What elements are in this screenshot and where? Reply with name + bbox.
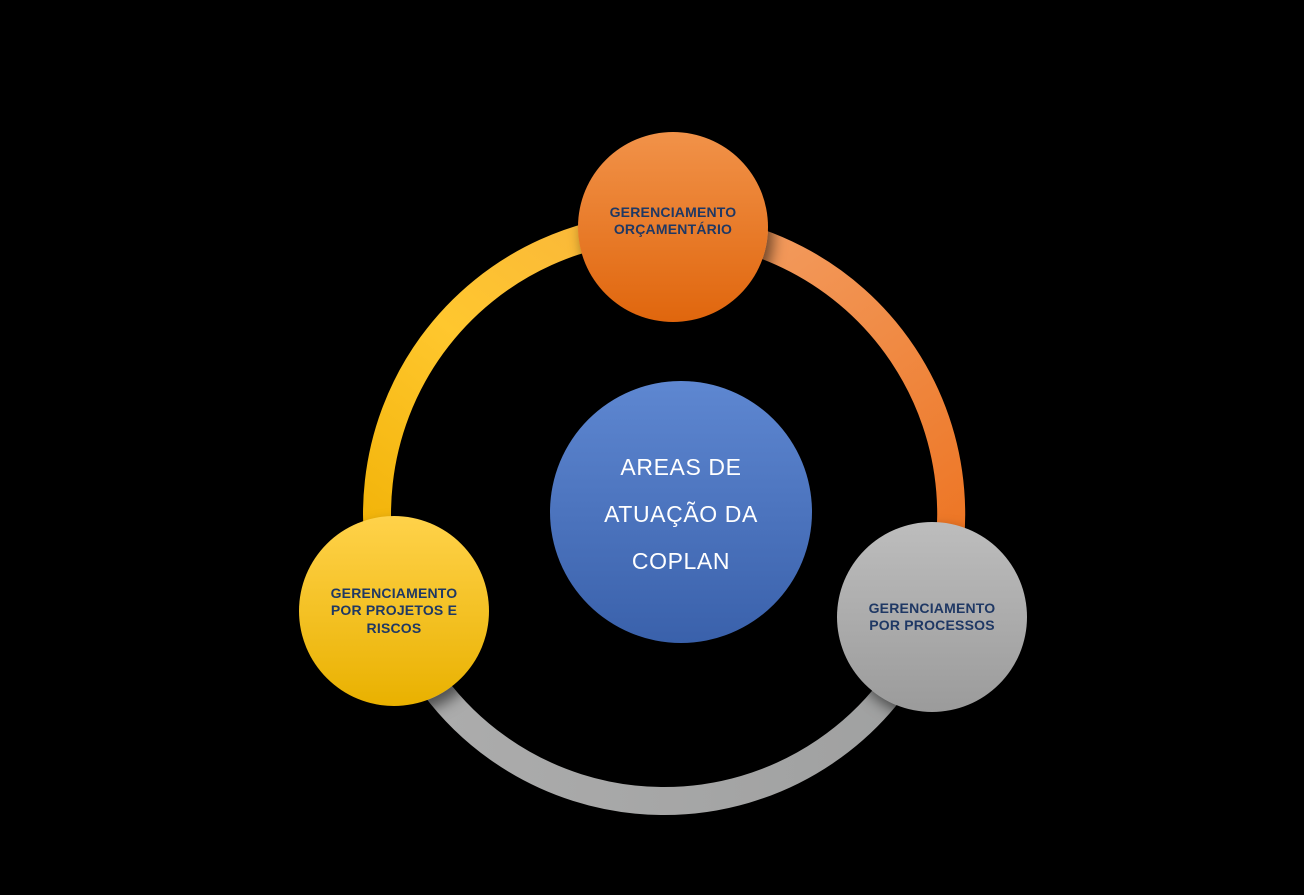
node-gerenciamento-por-projetos-e-riscos: GERENCIAMENTO POR PROJETOS E RISCOS <box>299 516 489 706</box>
center-title-line: COPLAN <box>631 547 731 574</box>
node-label-line: POR PROCESSOS <box>869 617 995 633</box>
ring-arc-gray <box>380 606 946 815</box>
node-label: GERENCIAMENTO POR PROCESSOS <box>869 600 996 635</box>
center-title-line: AREAS DE <box>620 453 742 480</box>
node-label-line: ORÇAMENTÁRIO <box>613 221 733 237</box>
center-circle: AREAS DE ATUAÇÃO DA COPLAN <box>550 381 812 643</box>
node-label: GERENCIAMENTO ORÇAMENTÁRIO <box>610 204 737 239</box>
center-title: AREAS DE ATUAÇÃO DA COPLAN <box>604 444 758 585</box>
node-label: GERENCIAMENTO POR PROJETOS E RISCOS <box>331 585 458 638</box>
node-gerenciamento-por-processos: GERENCIAMENTO POR PROCESSOS <box>837 522 1027 712</box>
node-label-line: POR PROJETOS E <box>330 602 458 619</box>
node-label-line: GERENCIAMENTO <box>609 203 737 220</box>
node-label-line: GERENCIAMENTO <box>330 584 458 601</box>
node-label-line: RISCOS <box>366 619 422 636</box>
node-label-line: GERENCIAMENTO <box>868 599 996 616</box>
center-title-line: ATUAÇÃO DA <box>604 500 758 527</box>
node-gerenciamento-orcamentario: GERENCIAMENTO ORÇAMENTÁRIO <box>578 132 768 322</box>
